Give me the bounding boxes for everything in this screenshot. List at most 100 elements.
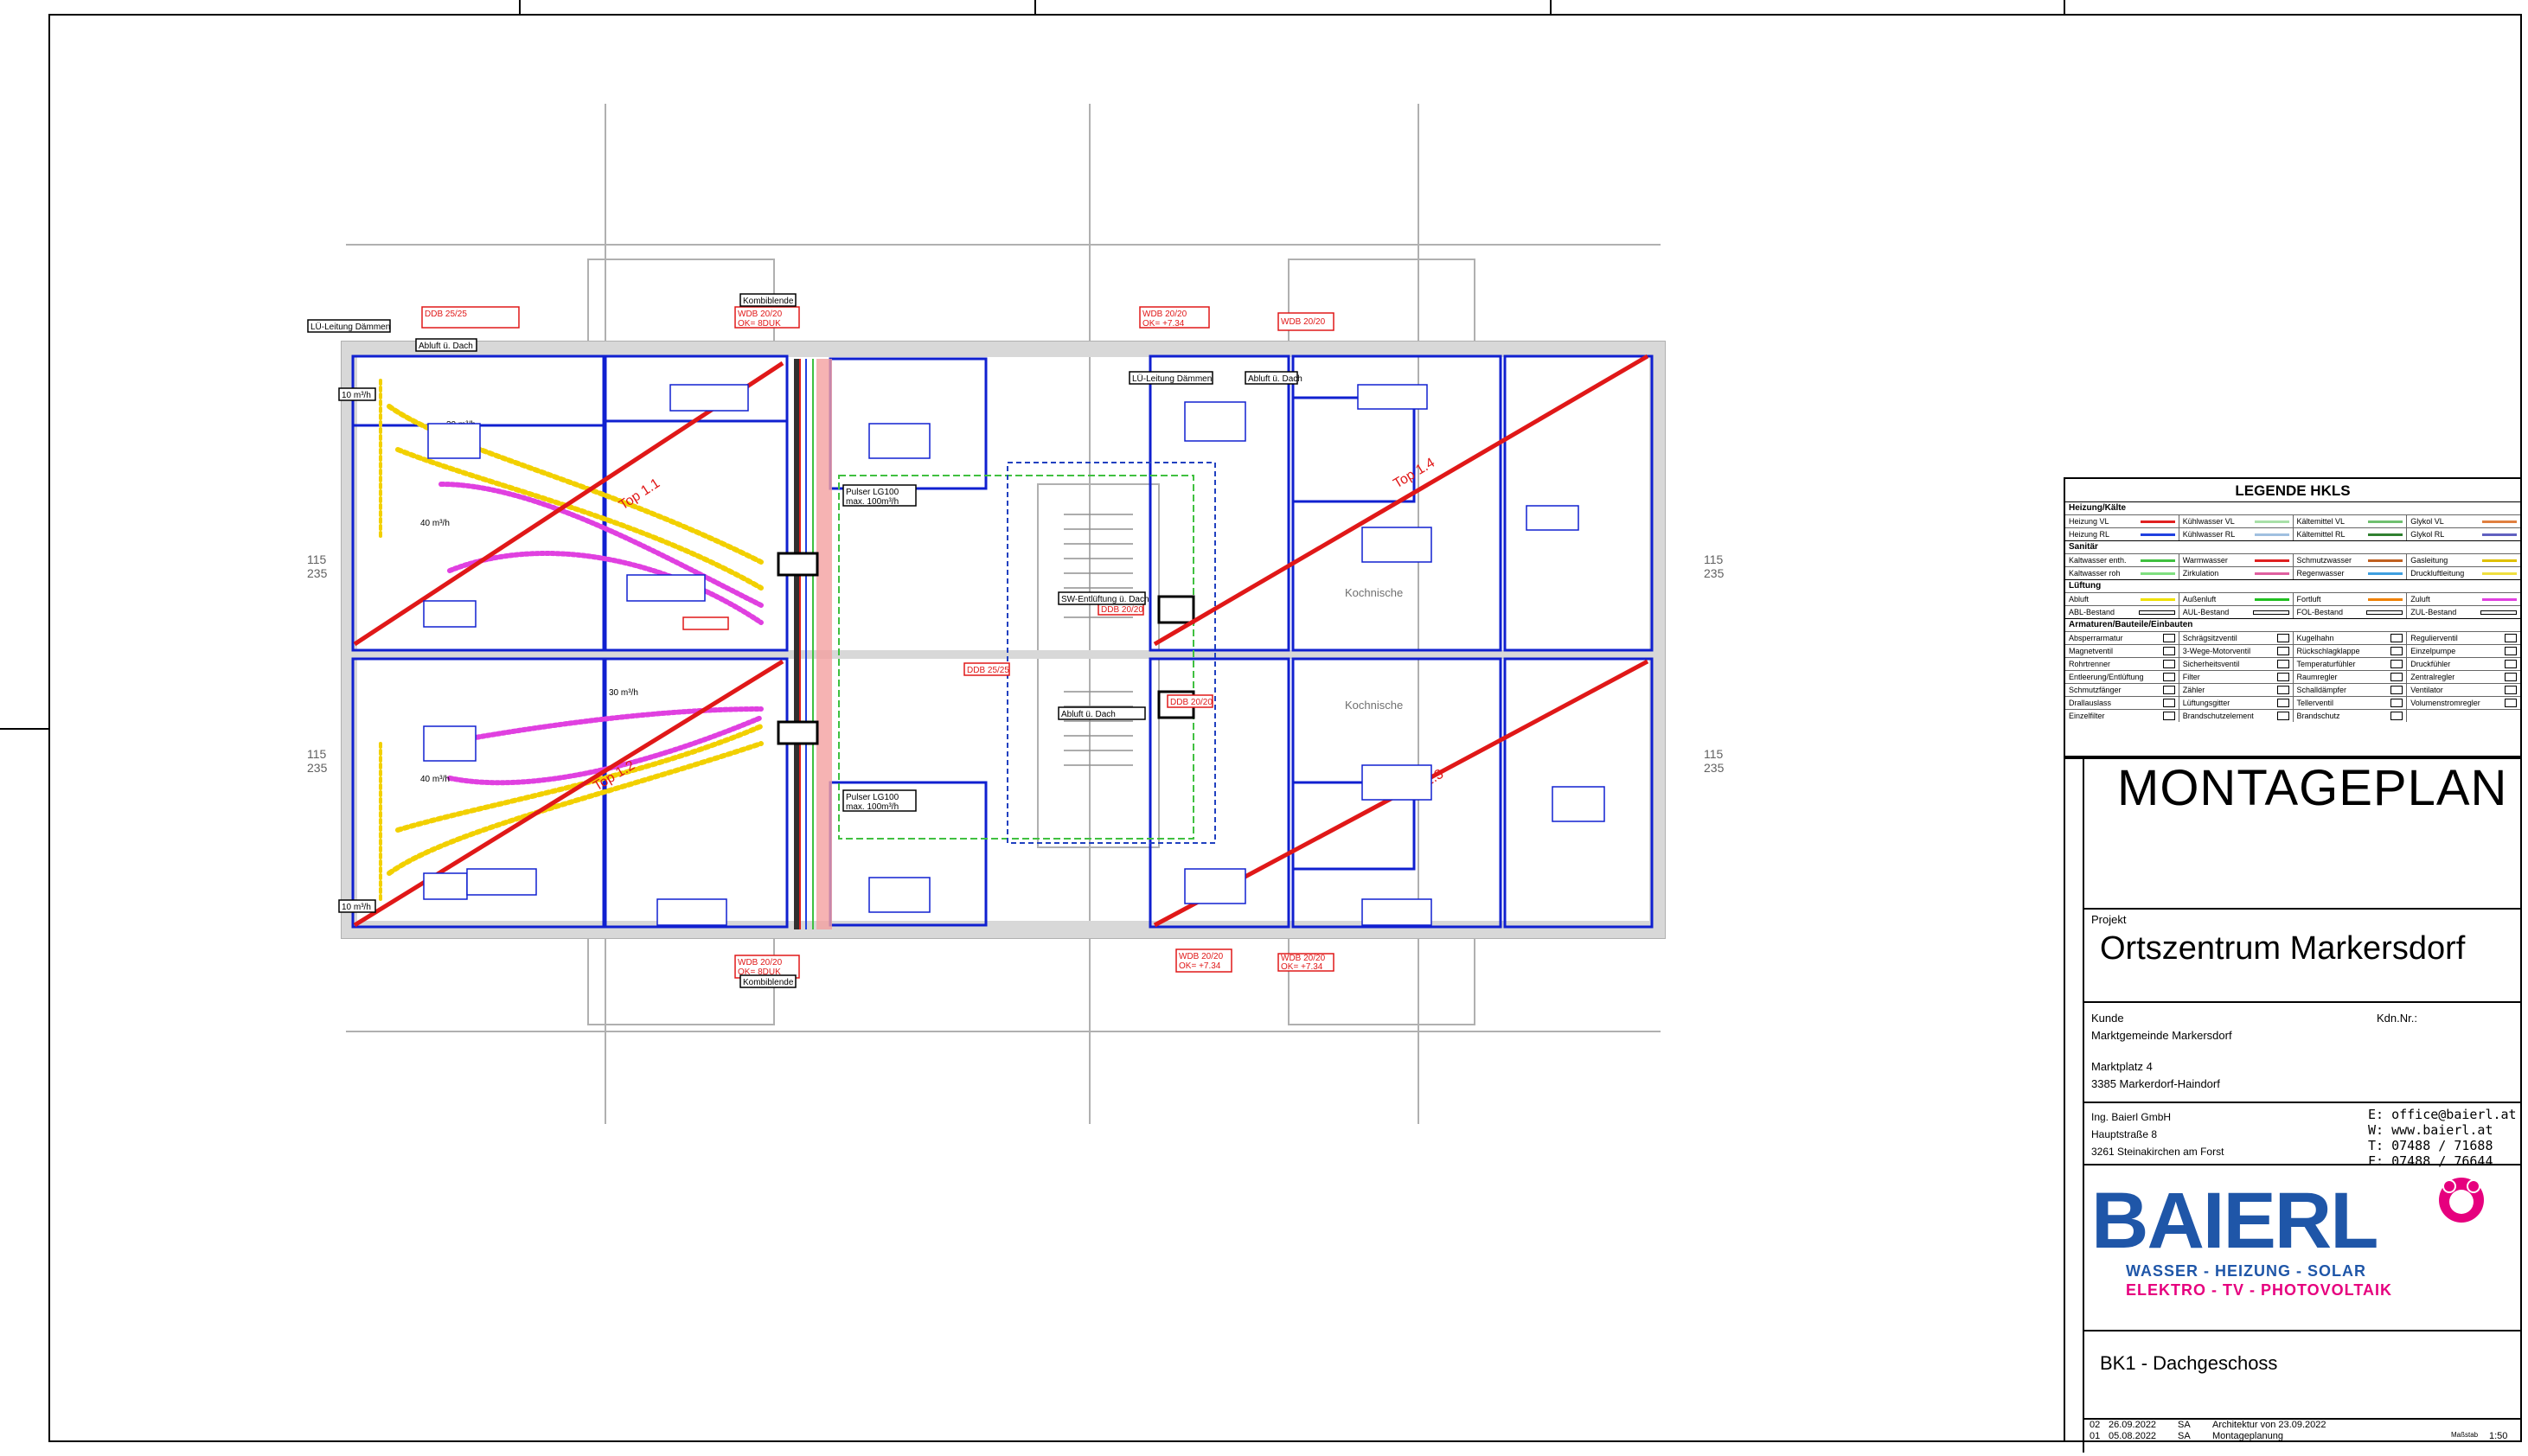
plan-tag: OK= +7.34	[1179, 961, 1221, 971]
legend-item-label: Ventilator	[2410, 686, 2443, 694]
legend-item-label: Heizung RL	[2069, 530, 2110, 539]
legend-item-label: Lüftungsgitter	[2182, 699, 2230, 707]
legend-item-label: Schmutzfänger	[2069, 686, 2122, 694]
legend-item-label: Abluft	[2069, 595, 2090, 603]
legend-swatch	[2482, 533, 2517, 536]
legend-item: Warmwasser	[2179, 554, 2294, 566]
plan-tag: LÜ-Leitung Dämmen	[1132, 374, 1212, 384]
legend-item-label: Fortluft	[2296, 595, 2321, 603]
legend-item: FOL-Bestand	[2294, 606, 2408, 618]
room-label: Kochnische	[1345, 699, 1403, 712]
logo-tagline-2: ELEKTRO - TV - PHOTOVOLTAIK	[2126, 1281, 2392, 1299]
legend-item-label: Zuluft	[2410, 595, 2430, 603]
legend-symbol-icon	[2390, 699, 2403, 707]
legend-item: Druckfühler	[2407, 658, 2520, 670]
legend-item-label: Kühlwasser VL	[2182, 517, 2235, 526]
legend-title: LEGENDE HKLS	[2235, 482, 2351, 499]
legend-item: Schmutzfänger	[2065, 684, 2179, 696]
legend-swatch	[2140, 597, 2175, 601]
legend-swatch	[2254, 520, 2289, 523]
legend-symbol-icon	[2162, 699, 2175, 707]
legend-item: Zähler	[2179, 684, 2294, 696]
plan-tag: DDB 20/20	[1170, 698, 1213, 707]
legend-item-label: Entleerung/Entlüftung	[2069, 673, 2144, 681]
plan-tag: OK= +7.34	[1142, 319, 1185, 329]
legend-symbol-icon	[2276, 634, 2289, 642]
legend-item: Zuluft	[2407, 593, 2520, 605]
legend-item: Kühlwasser RL	[2179, 528, 2294, 540]
legend-swatch	[2254, 597, 2289, 601]
plan-tag: WDB 20/20	[738, 958, 783, 967]
legend-item: Schalldämpfer	[2294, 684, 2408, 696]
rev-date: 26.09.2022	[2109, 1420, 2157, 1430]
legend-item-label: Absperrarmatur	[2069, 634, 2123, 642]
plan-tag: Kombiblende	[743, 297, 794, 306]
legend-swatch	[2140, 533, 2175, 536]
legend-item: Glykol VL	[2407, 515, 2520, 527]
legend-item: Temperaturfühler	[2294, 658, 2408, 670]
legend-item-label: Kaltwasser roh	[2069, 569, 2121, 578]
customer-name: Marktgemeinde Markersdorf	[2091, 1029, 2232, 1042]
legend-item-label: Außenluft	[2182, 595, 2217, 603]
legend-item-label: Einzelpumpe	[2410, 647, 2456, 655]
legend-item-label: Einzelfilter	[2069, 712, 2105, 720]
legend-item-label: Gasleitung	[2410, 556, 2448, 565]
legend-item-label: Volumenstromregler	[2410, 699, 2480, 707]
legend-item-label: Schmutzwasser	[2296, 556, 2352, 565]
legend-item: ABL-Bestand	[2065, 606, 2179, 618]
legend-item: Volumenstromregler	[2407, 697, 2520, 709]
legend-item-label: FOL-Bestand	[2296, 608, 2344, 616]
legend-swatch	[2252, 610, 2289, 615]
legend-item: Druckluftleitung	[2407, 567, 2520, 579]
legend-item: Regenwasser	[2294, 567, 2408, 579]
legend-symbol-icon	[2162, 673, 2175, 681]
address-line: Marktplatz 4	[2091, 1060, 2153, 1073]
plan-tag: WDB 20/20	[1281, 317, 1326, 327]
project-label: Projekt	[2091, 913, 2127, 926]
customer-number-label: Kdn.Nr.:	[2377, 1012, 2417, 1025]
rev-text: Montageplanung	[2212, 1431, 2283, 1441]
plan-title: MONTAGEPLAN	[2117, 760, 2508, 816]
legend-symbol-icon	[2505, 673, 2517, 681]
plan-tag: DDB 20/20	[1101, 605, 1143, 615]
grid-tick	[1550, 0, 1552, 14]
legend-symbol-icon	[2276, 647, 2289, 655]
legend-item: Einzelfilter	[2065, 710, 2179, 722]
legend-symbol-icon	[2276, 673, 2289, 681]
svg-text:235: 235	[1704, 761, 1725, 775]
legend-swatch	[2138, 610, 2175, 615]
legend-swatch	[2482, 520, 2517, 523]
legend-item-label: Kältemittel VL	[2296, 517, 2346, 526]
svg-text:115: 115	[307, 747, 327, 761]
plan-tag: LÜ-Leitung Dämmen	[310, 322, 390, 332]
legend-item: Zentralregler	[2407, 671, 2520, 683]
legend-item: Kaltwasser enth.	[2065, 554, 2179, 566]
customer-label: Kunde	[2091, 1012, 2124, 1025]
legend-item: Fortluft	[2294, 593, 2408, 605]
scale-value: 1:50	[2489, 1431, 2508, 1441]
legend-item-label: Druckluftleitung	[2410, 569, 2465, 578]
legend-item-label: Kältemittel RL	[2296, 530, 2346, 539]
rev-by: SA	[2178, 1420, 2191, 1430]
plan-tag: Abluft ü. Dach	[1248, 374, 1302, 384]
svg-text:115: 115	[1704, 747, 1724, 761]
legend-item-label: Zähler	[2182, 686, 2205, 694]
legend-item: Absperrarmatur	[2065, 632, 2179, 644]
legend-item: Außenluft	[2179, 593, 2294, 605]
legend-symbol-icon	[2390, 647, 2403, 655]
legend-item-label: Brandschutz	[2296, 712, 2340, 720]
company-contact: E: office@baierl.at W: www.baierl.at T: …	[2368, 1107, 2517, 1169]
legend-item: AUL-Bestand	[2179, 606, 2294, 618]
legend-symbol-icon	[2505, 647, 2517, 655]
grid-tick	[1034, 0, 1036, 14]
plan-tag: WDB 20/20	[1281, 954, 1326, 963]
scale-label: Maßstab	[2451, 1431, 2479, 1439]
company-line: Hauptstraße 8	[2091, 1128, 2158, 1140]
divider	[2083, 1164, 2520, 1165]
legend-symbol-icon	[2162, 686, 2175, 694]
